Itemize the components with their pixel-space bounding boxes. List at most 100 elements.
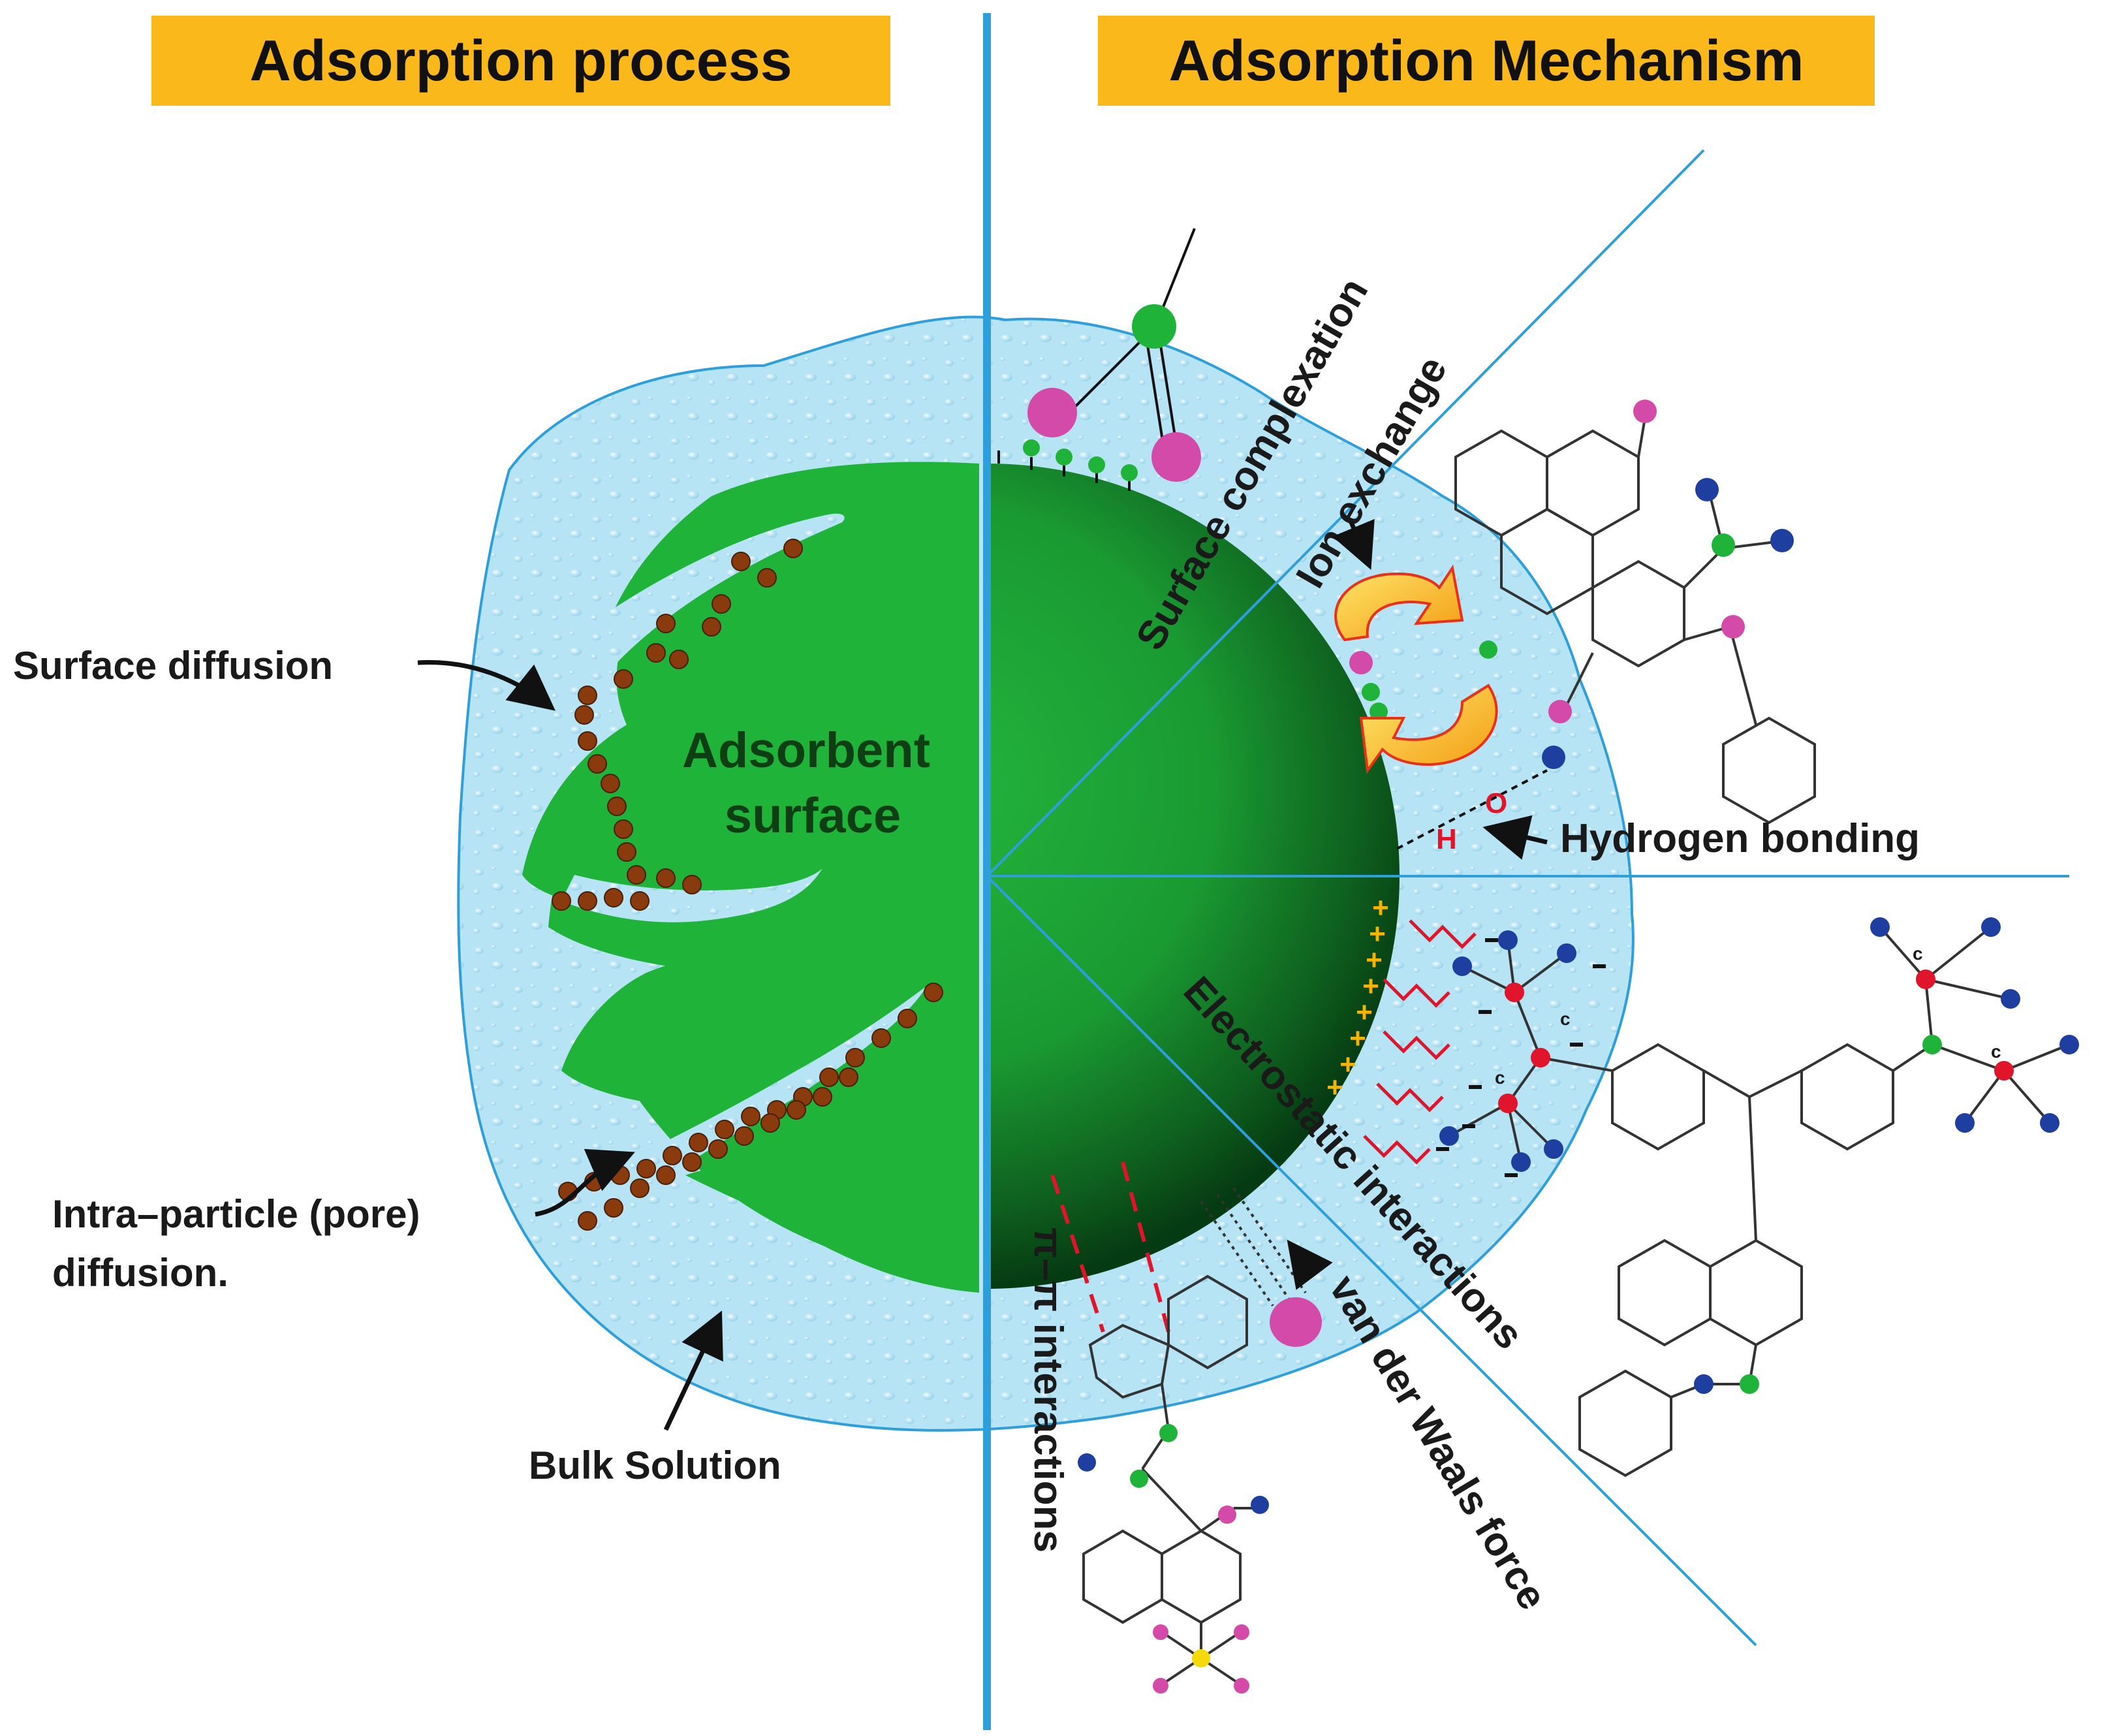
red-atom (1505, 983, 1524, 1002)
positive-charge: + (1372, 892, 1389, 924)
van-der-waals-dotted-lines (1200, 1187, 1307, 1307)
hydrogen-bond-dash (1396, 769, 1548, 850)
positive-charge: + (1339, 1049, 1356, 1081)
pi-magenta-atom-4 (1153, 1678, 1168, 1694)
adsorbate-particle (741, 1107, 760, 1126)
oxygen-atom-label: O (1485, 787, 1507, 819)
blue-atom (1955, 1113, 1975, 1133)
adsorbate-particle (702, 617, 721, 637)
adsorbent-particle-left-fill (548, 470, 979, 1286)
surface-diffusion-label: Surface diffusion (13, 644, 333, 687)
adsorbate-particle (689, 1133, 708, 1152)
adsorbate-particle (578, 686, 597, 705)
adsorbate-particle (734, 1126, 754, 1146)
adsorbate-particle (708, 1139, 728, 1159)
adsorbate-particle (656, 614, 676, 633)
red-atom (1994, 1061, 2014, 1081)
adsorbate-particle (787, 1100, 806, 1120)
blue-atom (1452, 956, 1472, 976)
adsorbate-particle (715, 1120, 734, 1139)
electrostatic-plus-signs: ++++++++ (1326, 892, 1389, 1103)
green-atom (1922, 1035, 1942, 1054)
sector-line-bottom (986, 875, 1757, 1647)
adsorbate-particle (656, 868, 676, 888)
positive-charge: + (1362, 970, 1379, 1002)
ion-exchange-arrow (1332, 518, 1375, 570)
ie-green-atom-1 (1712, 533, 1735, 557)
pi-green-atom-2 (1130, 1470, 1148, 1488)
adsorbate-particle (712, 594, 731, 614)
adsorbate-particle (617, 842, 636, 862)
adsorbate-particle (552, 891, 571, 911)
red-atom (1531, 1048, 1550, 1067)
pi-blue-atom-1 (1078, 1453, 1096, 1472)
carbon-label-3: c (1913, 943, 1923, 964)
adsorbate-particle (578, 891, 597, 911)
header-left-text: Adsorption process (249, 28, 792, 93)
pi-pi-stacking-lines (1050, 1161, 1170, 1333)
adsorbate-particle (610, 1165, 630, 1185)
header-adsorption-process: Adsorption process (151, 16, 890, 106)
ie-magenta-atom-2 (1721, 615, 1745, 639)
hydrogen-bonding-arrow (1482, 815, 1548, 860)
adsorbate-particle (578, 1211, 597, 1231)
pi-pi-label: π–π interactions (1025, 1227, 1071, 1553)
intra-particle-label-line1: Intra–particle (pore) (52, 1192, 420, 1236)
hydrogen-atom-label: H (1436, 823, 1457, 855)
red-atom (1498, 1094, 1518, 1113)
hydrogen-bonding-label: Hydrogen bonding (1560, 816, 1920, 861)
surface-diffusion-arrow (417, 659, 556, 711)
blue-atom (1511, 1152, 1531, 1172)
adsorbate-particle (819, 1067, 839, 1087)
header-right-text: Adsorption Mechanism (1168, 28, 1804, 93)
blue-atom (1870, 917, 1890, 937)
positive-charge: + (1356, 996, 1373, 1028)
pore-channel-middle (561, 868, 822, 923)
pi-yellow-atom (1192, 1649, 1210, 1667)
blue-atom (1544, 1139, 1563, 1159)
adsorbate-particle (607, 797, 627, 816)
adsorbate-particle (630, 891, 650, 911)
sc-magenta-atom-left (1027, 388, 1077, 437)
adsorbate-particle (630, 1178, 650, 1198)
adsorbate-particle (627, 865, 646, 885)
van-der-waals-arrow (1287, 1239, 1333, 1290)
blue-atom (2040, 1113, 2059, 1133)
adsorbate-particle (783, 539, 803, 558)
ie-blue-atom-1 (1695, 478, 1719, 501)
adsorbate-particle (924, 983, 943, 1002)
ie-magenta-surface-atom (1349, 651, 1373, 674)
carbon-label-1: c (1560, 1009, 1571, 1029)
adsorbent-label-line1: Adsorbent (682, 723, 930, 778)
intra-particle-label-line2: diffusion. (52, 1251, 228, 1295)
adsorbate-particle (656, 1165, 676, 1185)
adsorbate-particle (574, 705, 594, 725)
positive-charge: + (1366, 944, 1383, 976)
pore-channel-lower (568, 986, 927, 1222)
adsorbate-particle (731, 552, 751, 571)
adsorbate-particle (604, 888, 623, 907)
adsorbate-particle (682, 875, 702, 894)
ion-exchange-cycle-arrow (1334, 564, 1464, 642)
adsorbate-particle (614, 669, 633, 689)
adsorbent-label-line2: surface (725, 788, 901, 844)
ie-blue-atom-2 (1770, 529, 1794, 552)
carbon-label-4: c (1991, 1041, 2001, 1062)
adsorbate-particle (578, 731, 597, 751)
intra-particle-arrow (535, 1148, 635, 1217)
header-adsorption-mechanism: Adsorption Mechanism (1098, 16, 1875, 106)
ion-exchange-molecule (1454, 417, 1816, 825)
sc-green-atom-top (1132, 304, 1176, 349)
adsorbate-particle (601, 774, 620, 793)
adsorbate-particle (757, 568, 777, 588)
adsorbate-particle (682, 1152, 702, 1172)
pore-channel-upper (561, 513, 845, 770)
adsorbate-particle (871, 1028, 891, 1048)
electrostatic-molecule-atoms (1439, 917, 2079, 1394)
adsorbate-particle (646, 643, 666, 663)
ion-exchange-cycle-arrow-lower (1359, 684, 1498, 774)
positive-charge: + (1326, 1071, 1343, 1103)
pi-magenta-atom-2 (1153, 1624, 1168, 1640)
adsorbate-particle (663, 1146, 682, 1165)
